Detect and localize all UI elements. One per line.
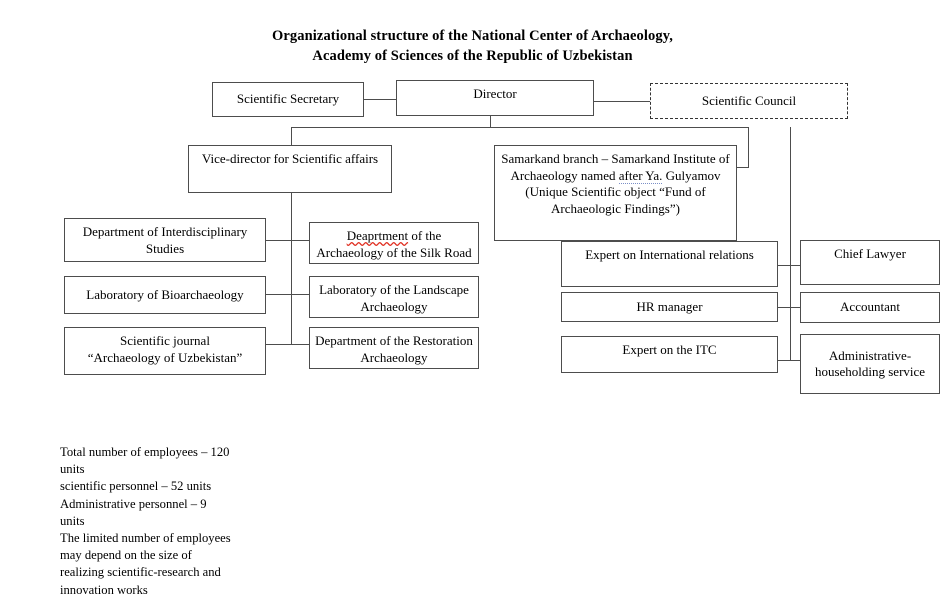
samarkand-line-2c: Gulyamov [662,167,721,183]
node-department-silk-road-label: Deaprtment of the Archaeology of the Sil… [310,223,478,261]
silk-road-rest: of the Archaeology of the Silk Road [316,228,472,260]
connector-stub-restoration [291,344,309,346]
node-director-label: Director [473,86,517,101]
node-department-interdisciplinary-studies-label: Department of Interdisciplinary Studies [82,224,248,256]
node-administrative-householding-service[interactable]: Administrative- householding service [800,334,940,394]
node-director[interactable]: Director [396,80,594,116]
node-scientific-council-label: Scientific Council [701,92,797,108]
connector-right-trunk [790,127,792,361]
page-title: Organizational structure of the National… [0,26,945,66]
connector-stub-accountant [790,307,801,309]
connector-stub-hr-manager [778,307,791,309]
node-department-interdisciplinary-studies[interactable]: Department of Interdisciplinary Studies [64,218,266,262]
node-department-restoration-archaeology[interactable]: Department of the Restoration Archaeolog… [309,327,479,369]
node-vice-director-label: Vice-director for Scientific affairs [201,151,379,166]
node-hr-manager[interactable]: HR manager [561,292,778,322]
connector-bus-to-vicedirector [291,127,293,145]
node-department-restoration-archaeology-label: Department of the Restoration Archaeolog… [315,333,473,365]
connector-bus-to-samarkand-vertical [748,127,750,168]
samarkand-line-4: Archaeologic Findings”) [551,200,680,216]
connector-left-trunk [291,193,293,345]
node-chief-lawyer[interactable]: Chief Lawyer [800,240,940,285]
node-accountant-label: Accountant [840,299,900,315]
node-hr-manager-label: HR manager [636,298,703,314]
node-accountant[interactable]: Accountant [800,292,940,323]
node-expert-international-relations[interactable]: Expert on International relations [561,241,778,287]
node-laboratory-landscape-archaeology-label: Laboratory of the Landscape Archaeology [319,282,469,314]
node-samarkand-branch[interactable]: Samarkand branch – Samarkand Institute o… [494,145,737,241]
node-scientific-council[interactable]: Scientific Council [650,83,848,119]
connector-stub-interdisciplinary [266,240,292,242]
node-scientific-journal-label: Scientific journal “Archaeology of Uzbek… [87,333,243,365]
node-expert-itc-label: Expert on the ITC [622,342,717,357]
samarkand-line-2a: Archaeology named [510,167,619,183]
connector-stub-bioarchaeology [266,294,292,296]
silk-road-typo: Deaprtment [346,228,409,243]
node-laboratory-bioarchaeology-label: Laboratory of Bioarchaeology [86,286,244,302]
connector-stub-landscape [291,294,309,296]
node-scientific-secretary-label: Scientific Secretary [236,91,340,107]
page-title-line-2: Academy of Sciences of the Republic of U… [312,48,633,64]
connector-stub-expert-international [778,265,791,267]
samarkand-line-3: (Unique Scientific object “Fund of [525,184,706,199]
node-expert-itc[interactable]: Expert on the ITC [561,336,778,373]
connector-director-council [594,101,650,103]
node-chief-lawyer-label: Chief Lawyer [834,246,906,261]
node-vice-director[interactable]: Vice-director for Scientific affairs [188,145,392,193]
node-scientific-secretary[interactable]: Scientific Secretary [212,82,364,117]
connector-stub-admin-household [790,360,801,362]
connector-director-stub [490,116,492,128]
connector-secretary-director [364,99,396,101]
node-scientific-journal[interactable]: Scientific journal “Archaeology of Uzbek… [64,327,266,375]
node-administrative-householding-service-label: Administrative- householding service [814,347,926,380]
connector-stub-expert-itc [778,360,791,362]
connector-stub-journal [266,344,292,346]
employee-summary-note: Total number of employees – 120 units sc… [60,445,231,597]
node-samarkand-branch-label: Samarkand branch – Samarkand Institute o… [495,146,736,217]
node-laboratory-bioarchaeology[interactable]: Laboratory of Bioarchaeology [64,276,266,314]
node-department-silk-road[interactable]: Deaprtment of the Archaeology of the Sil… [309,222,479,264]
connector-stub-chief-lawyer [790,265,801,267]
node-expert-international-relations-label: Expert on International relations [585,247,754,262]
samarkand-line-2b: after Ya. [618,167,663,184]
samarkand-line-1: Samarkand branch – Samarkand Institute o… [501,151,730,166]
connector-bus-to-samarkand-stub [736,167,749,169]
page-title-line-1: Organizational structure of the National… [272,28,673,44]
connector-stub-silkroad [291,240,309,242]
node-laboratory-landscape-archaeology[interactable]: Laboratory of the Landscape Archaeology [309,276,479,318]
connector-main-bus [291,127,749,129]
